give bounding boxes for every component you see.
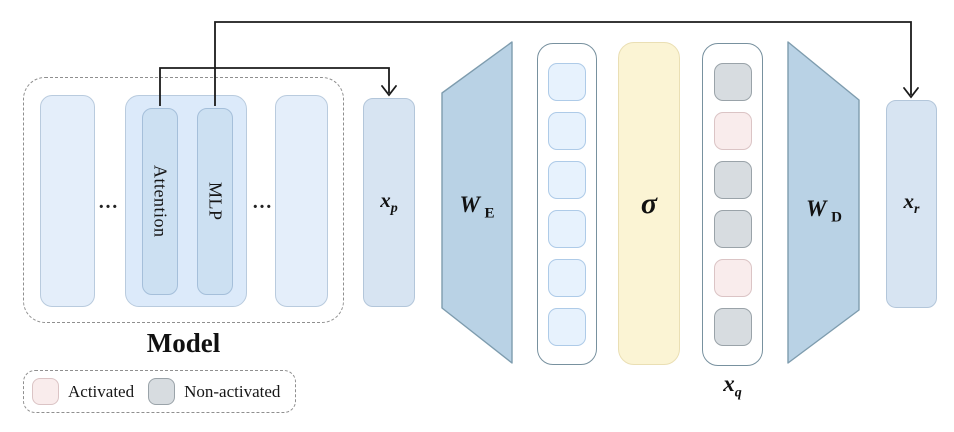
attention-block: Attention — [142, 108, 178, 295]
feature-cell — [548, 258, 586, 297]
hidden-feature-column — [537, 43, 597, 365]
activated-swatch — [32, 378, 59, 405]
activated-cell — [713, 259, 752, 297]
attention-label: Attention — [150, 165, 171, 238]
feature-cell — [548, 62, 586, 101]
model-label: Model — [146, 328, 221, 358]
non-activated-swatch — [148, 378, 176, 405]
non-activated-cell — [713, 308, 752, 346]
xp-vector: xp — [363, 98, 415, 307]
xq-activation-column — [702, 43, 763, 366]
legend: Activated Non-activated — [23, 370, 296, 413]
activated-cell — [713, 112, 752, 150]
feature-cell — [548, 111, 586, 150]
non-activated-cell — [713, 161, 752, 199]
xr-vector: xr — [886, 100, 937, 308]
xp-arrowhead — [381, 85, 397, 97]
feature-cell — [548, 209, 586, 248]
activated-legend-label: Activated — [68, 381, 135, 401]
ellipsis-left: … — [98, 191, 118, 213]
model-layer-block-right — [275, 95, 328, 307]
model-layer-block-left — [40, 95, 95, 307]
xr-arrowhead — [903, 87, 919, 99]
non-activated-cell — [713, 63, 752, 101]
feature-cell — [548, 307, 586, 346]
non-activated-cell — [713, 210, 752, 248]
ellipsis-right: … — [252, 191, 272, 213]
non-activated-legend-label: Non-activated — [184, 381, 281, 401]
encoder-weight-label: W E — [459, 191, 495, 222]
mlp-label: MLP — [205, 182, 226, 221]
xr-label: xr — [903, 189, 920, 218]
feature-cell — [548, 160, 586, 199]
xq-label: xq — [723, 371, 742, 401]
xp-label: xp — [380, 187, 398, 217]
mlp-block: MLP — [197, 108, 233, 295]
activation-function-box: σ — [618, 42, 680, 365]
sigma-label: σ — [640, 186, 658, 220]
decoder-weight-label: W D — [806, 195, 842, 226]
